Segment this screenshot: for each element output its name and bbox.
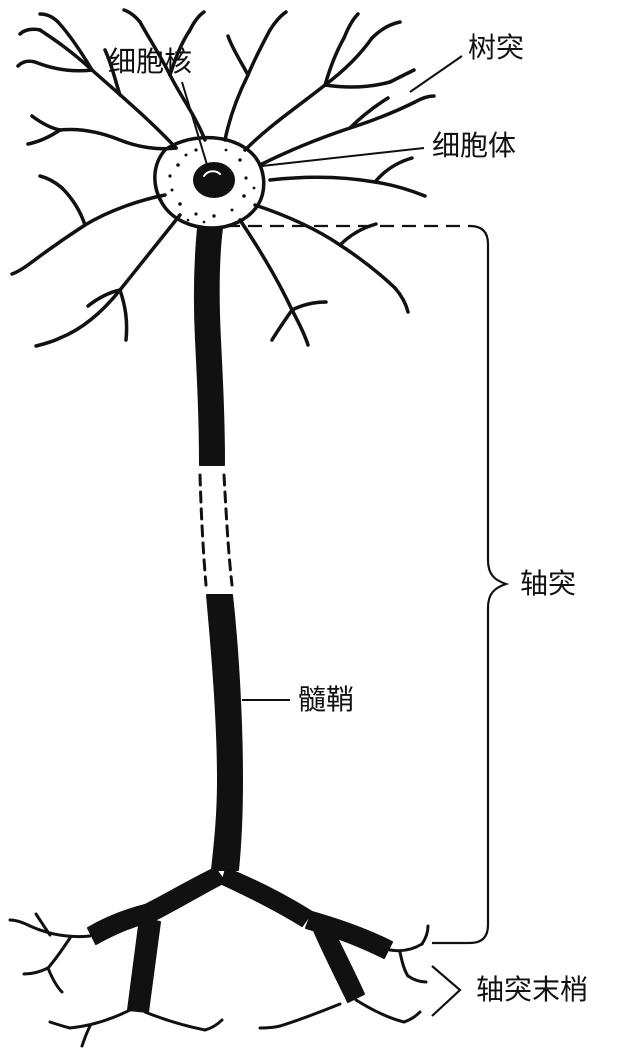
leader-lines xyxy=(181,55,463,701)
cell-body-leader-line xyxy=(261,147,425,167)
nucleus-leader-line xyxy=(181,81,209,169)
axon-terminals xyxy=(8,912,430,1048)
dendrites-lower-right xyxy=(238,203,410,347)
dendrites-upper-left xyxy=(16,12,178,151)
axon-break xyxy=(198,473,234,587)
myelin-sheath-upper xyxy=(193,227,225,466)
dendrites-lower-left xyxy=(10,174,182,348)
label-myelin-sheath: 髓鞘 xyxy=(298,683,355,716)
dendrites-upper-middle xyxy=(122,8,288,142)
cell-body xyxy=(153,135,266,230)
dendrite-leader-line xyxy=(409,55,463,93)
nucleus xyxy=(193,162,235,198)
myelin-sheath-lower xyxy=(206,594,243,871)
label-axon-terminal: 轴突末梢 xyxy=(476,973,589,1006)
axon-terminal-bracket xyxy=(431,965,462,1017)
label-dendrite: 树突 xyxy=(468,31,525,64)
dendrites-upper-right xyxy=(243,12,436,198)
nucleolus-highlight xyxy=(203,170,221,177)
axon-bracket xyxy=(226,224,510,945)
cell-body-granules xyxy=(168,148,256,224)
label-axon: 轴突 xyxy=(520,567,577,600)
label-cell-body: 细胞体 xyxy=(432,129,517,162)
label-nucleus: 细胞核 xyxy=(108,45,193,78)
axon-branches xyxy=(87,867,393,1013)
